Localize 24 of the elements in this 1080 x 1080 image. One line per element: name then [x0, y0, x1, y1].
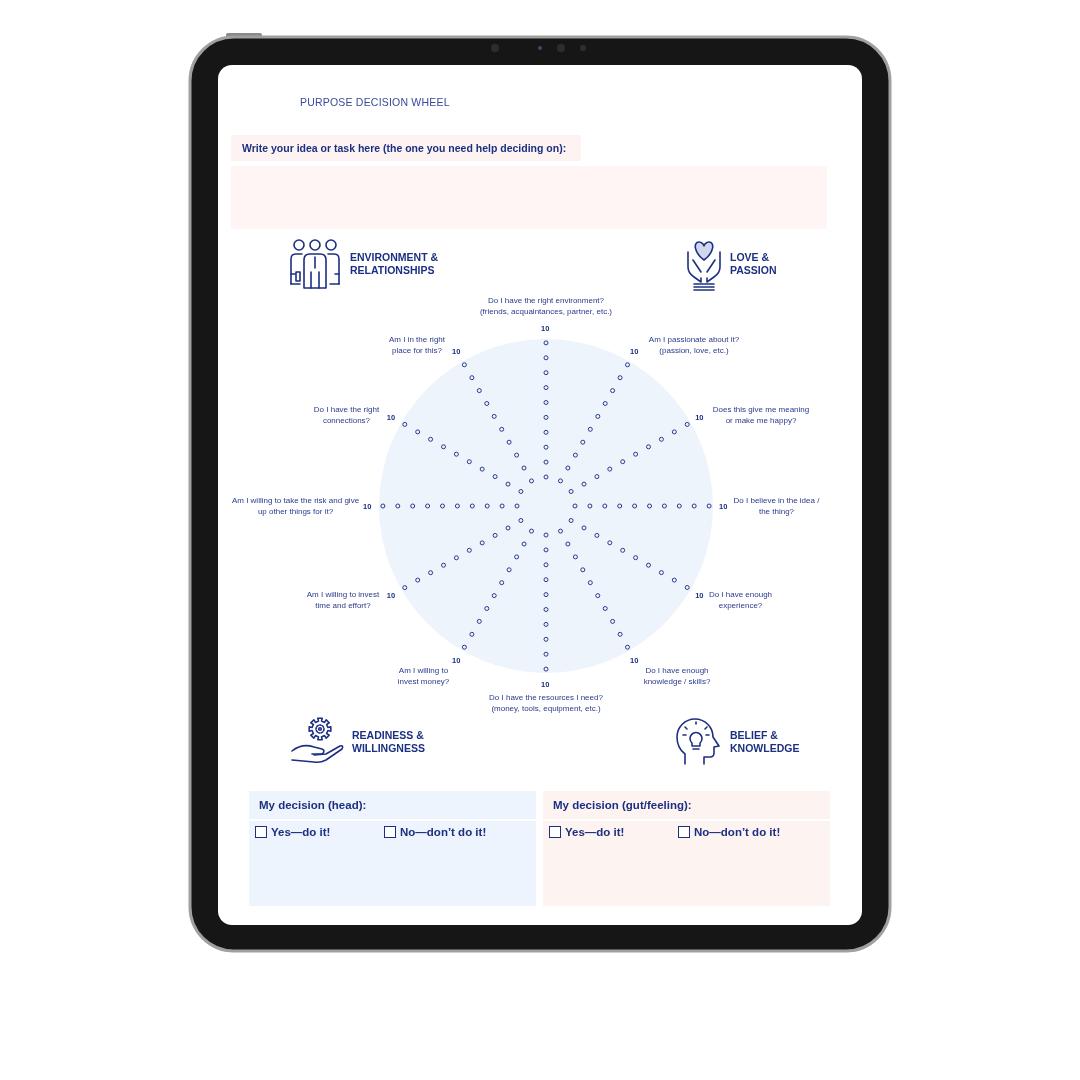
question-label: Am I passionate about it? (passion, love, etc.): [648, 334, 740, 356]
question-label: Do I have the right environment? (friends, acquaintances, partner, etc.): [479, 295, 613, 317]
question-label: Am I in the right place for this?: [388, 334, 446, 356]
category-label: BELIEF & KNOWLEDGE: [730, 729, 801, 755]
decision-panel: [249, 791, 536, 906]
question-label: Do I have the right connections?: [313, 404, 380, 426]
question-label: Am I willing to take the risk and give up other things for it?: [231, 495, 360, 517]
question-label: Am I willing to invest money?: [397, 665, 450, 687]
category-label: LOVE & PASSION: [730, 251, 778, 277]
question-label: Do I have enough knowledge / skills?: [643, 665, 711, 687]
option-label: No—don’t do it!: [400, 825, 487, 839]
category-label: ENVIRONMENT & RELATIONSHIPS: [350, 251, 440, 277]
option-label: Yes—do it!: [565, 825, 625, 839]
question-label: Am I willing to invest time and effort?: [306, 589, 380, 611]
category-label: READINESS & WILLINGNESS: [352, 729, 426, 755]
question-label: Do I have enough experience?: [708, 589, 773, 611]
decision-panel: [543, 791, 830, 906]
question-label: Do I have the resources I need? (money, tools, equipment, etc.): [488, 692, 604, 714]
question-label: Do I believe in the idea / the thing?: [733, 495, 820, 517]
option-label: Yes—do it!: [271, 825, 331, 839]
question-label: Does this give me meaning or make me happy?: [712, 404, 810, 426]
worksheet-title: PURPOSE DECISION WHEEL: [300, 96, 450, 109]
prompt-heading: Write your idea or task here (the one you need help deciding on):: [231, 135, 581, 161]
option-label: No—don’t do it!: [694, 825, 781, 839]
